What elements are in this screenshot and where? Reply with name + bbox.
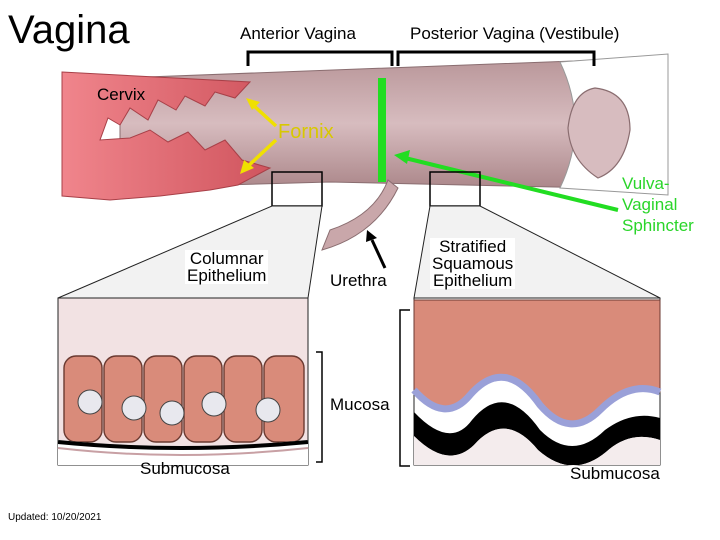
columnar-histology-panel xyxy=(57,297,309,466)
fornix-arrow-lower xyxy=(240,138,278,174)
cervix-label: Cervix xyxy=(97,85,146,104)
anterior-bracket xyxy=(246,50,394,66)
vestibule-inner xyxy=(567,87,631,179)
sphincter-bar xyxy=(378,78,386,182)
squamous-histology-panel xyxy=(411,297,662,466)
urethra-tube xyxy=(321,179,399,251)
updated-date: Updated: 10/20/2021 xyxy=(8,512,102,523)
vulva-vaginal-sphincter-label: Vulva- Vaginal Sphincter xyxy=(622,174,694,235)
stratified-squamous-label: Stratified Squamous Epithelium xyxy=(430,237,516,290)
fornix-label: Fornix xyxy=(278,121,334,143)
posterior-vagina-header: Posterior Vagina (Vestibule) xyxy=(410,24,620,43)
submucosa-label-right: Submucosa xyxy=(570,464,660,483)
mucosa-bracket-right xyxy=(399,309,410,467)
columnar-epithelium-label: Columnar Epithelium xyxy=(185,249,269,285)
sphincter-arrow xyxy=(394,150,619,212)
posterior-bracket xyxy=(396,50,596,66)
urethra-arrow xyxy=(366,230,387,269)
mucosa-bracket-left xyxy=(316,351,323,463)
fornix-arrow-upper xyxy=(246,98,278,128)
page-title: Vagina xyxy=(8,8,130,52)
urethra-label: Urethra xyxy=(330,271,387,290)
anterior-vagina-header: Anterior Vagina xyxy=(240,24,356,43)
cervix-tissue xyxy=(61,71,272,201)
submucosa-label-left: Submucosa xyxy=(140,459,230,478)
mucosa-label: Mucosa xyxy=(330,395,390,414)
